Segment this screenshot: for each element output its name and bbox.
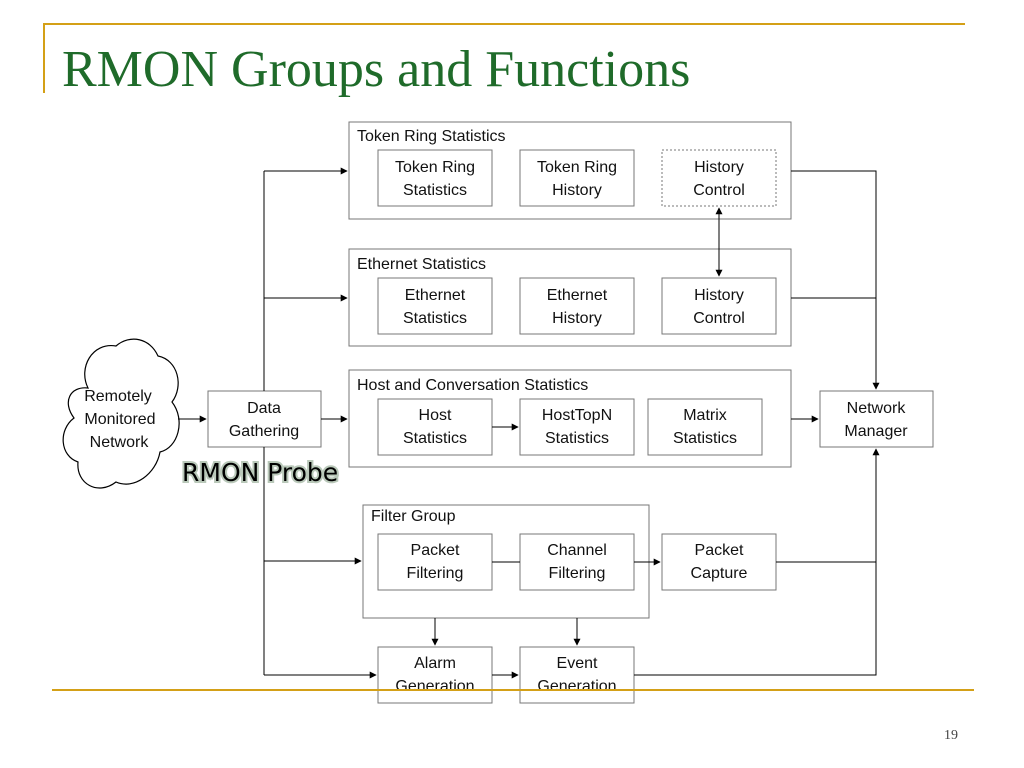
- packet-capture-line-2: Capture: [691, 565, 748, 582]
- token-ring-history-box: [519, 149, 635, 207]
- hosttopn-statistics-line-1: HostTopN: [542, 407, 612, 424]
- ethernet-statistics-line-2: Statistics: [403, 310, 467, 327]
- page-number: 19: [944, 728, 958, 743]
- alarm-generation-line-1: Alarm: [414, 655, 456, 672]
- alarm-generation-box: [377, 646, 493, 704]
- connectors: [178, 167, 880, 679]
- matrix-statistics-line-2: Statistics: [673, 430, 737, 447]
- token-ring-history-control-box: [661, 149, 777, 207]
- frame-left-rule: [43, 23, 45, 93]
- host-statistics-line-1: Host: [419, 407, 452, 424]
- ethernet-statistics-line-1: Ethernet: [405, 287, 466, 304]
- matrix-statistics-box: [647, 398, 763, 456]
- packet-capture-line-1: Packet: [695, 542, 744, 559]
- ethernet-group-title: Ethernet Statistics: [357, 256, 486, 273]
- network-manager-line-1: Network: [847, 400, 907, 417]
- ethernet-history-control-box: [661, 277, 777, 335]
- token-ring-group-title: Token Ring Statistics: [357, 128, 506, 145]
- token-ring-statistics-line-1: Token Ring: [395, 159, 475, 176]
- filter-group-title: Filter Group: [371, 508, 456, 525]
- cloud-label-line-3: Network: [90, 434, 150, 451]
- frame-top-rule: [43, 23, 965, 25]
- token-ring-history-line-1: Token Ring: [537, 159, 617, 176]
- matrix-statistics-line-1: Matrix: [683, 407, 727, 424]
- token-ring-statistics-box: [377, 149, 493, 207]
- event-to-manager-line: [634, 562, 877, 676]
- slide-title: RMON Groups and Functions: [62, 41, 691, 98]
- token-ring-history-control-line-1: History: [694, 159, 744, 176]
- token-ring-history-line-2: History: [552, 182, 602, 199]
- cloud-label-line-2: Monitored: [84, 411, 155, 428]
- token-ring-statistics-line-2: Statistics: [403, 182, 467, 199]
- event-generation-line-2: Generation: [537, 678, 616, 695]
- ethernet-history-line-1: Ethernet: [547, 287, 608, 304]
- event-generation-line-1: Event: [557, 655, 598, 672]
- ethernet-history-control-line-2: Control: [693, 310, 745, 327]
- cloud-label-line-1: Remotely: [84, 388, 152, 405]
- alarm-generation-line-2: Generation: [395, 678, 474, 695]
- token-ring-to-manager-arrow: [791, 170, 880, 390]
- host-statistics-line-2: Statistics: [403, 430, 467, 447]
- frame-bottom-rule: [52, 689, 974, 691]
- network-manager-box: [819, 390, 934, 448]
- ethernet-history-line-2: History: [552, 310, 602, 327]
- rmon-probe-label: RMON Probe: [182, 458, 338, 487]
- channel-filtering-line-2: Filtering: [549, 565, 606, 582]
- host-statistics-box: [377, 398, 493, 456]
- packet-filtering-line-2: Filtering: [407, 565, 464, 582]
- ethernet-statistics-box: [377, 277, 493, 335]
- data-gathering-line-2: Gathering: [229, 423, 299, 440]
- token-ring-history-control-line-2: Control: [693, 182, 745, 199]
- data-gathering-line-1: Data: [247, 400, 281, 417]
- network-manager-line-2: Manager: [844, 423, 908, 440]
- network-cloud-shape: [62, 338, 180, 489]
- host-conversation-group-title: Host and Conversation Statistics: [357, 377, 588, 394]
- packet-filtering-line-1: Packet: [411, 542, 460, 559]
- channel-filtering-line-1: Channel: [547, 542, 607, 559]
- hosttopn-statistics-line-2: Statistics: [545, 430, 609, 447]
- ethernet-history-box: [519, 277, 635, 335]
- hosttopn-statistics-box: [519, 398, 635, 456]
- packet-capture-box: [661, 533, 777, 591]
- ethernet-history-control-line-1: History: [694, 287, 744, 304]
